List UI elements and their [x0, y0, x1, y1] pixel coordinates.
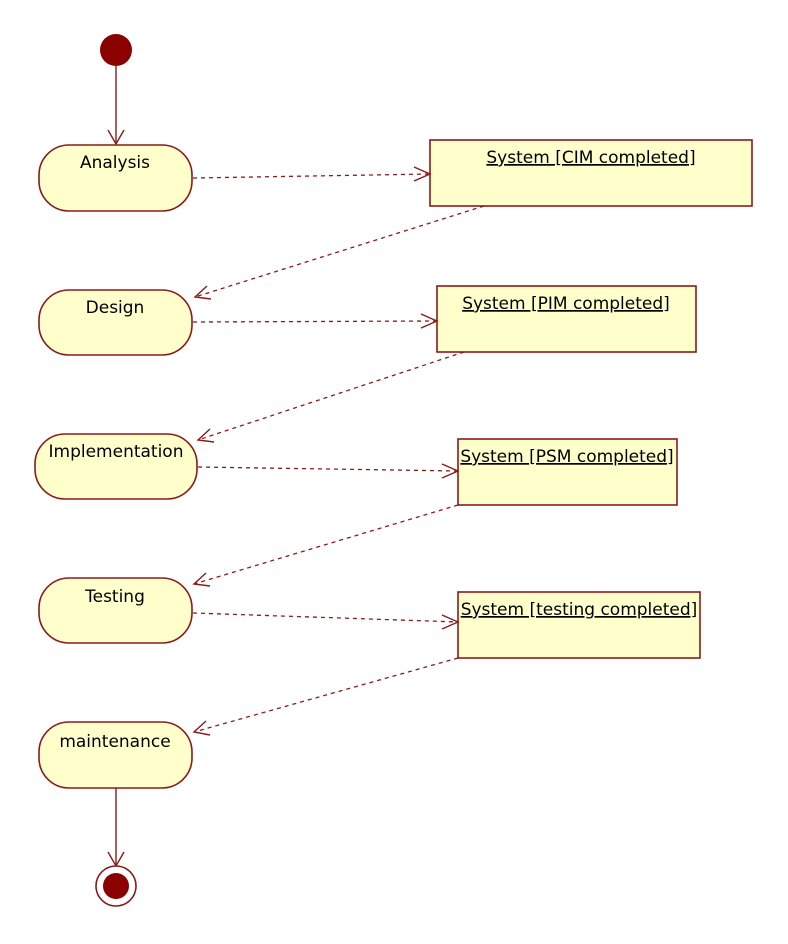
- object-flow-analysis-to-cim: [192, 173, 431, 179]
- object-cim: System [CIM completed]: [429, 139, 753, 207]
- activity-implementation-label: Implementation: [49, 442, 184, 462]
- object-flow-design-to-pim-arrowhead: [420, 313, 439, 329]
- activity-analysis: Analysis: [38, 144, 193, 212]
- activity-design: Design: [38, 289, 193, 356]
- initial-node: [100, 34, 132, 66]
- object-flow-analysis-to-cim-arrowhead: [413, 166, 432, 182]
- object-pim-label: System [PIM completed]: [462, 294, 670, 314]
- object-flow-cim-to-design-arrowhead: [193, 285, 212, 300]
- object-flow-testing-to-tested: [192, 612, 459, 623]
- object-flow-psm-to-testing-arrowhead: [192, 572, 211, 587]
- object-flow-implementation-to-psm: [197, 466, 459, 472]
- object-psm-label: System [PSM completed]: [460, 447, 673, 467]
- activity-design-label: Design: [86, 298, 145, 318]
- object-flow-testing-to-tested-arrowhead: [441, 614, 460, 630]
- object-flow-psm-to-testing: [193, 504, 459, 585]
- object-tested: System [testing completed]: [457, 591, 701, 659]
- activity-maintenance-label: maintenance: [59, 732, 170, 752]
- object-flow-pim-to-implementation: [197, 351, 465, 441]
- object-pim: System [PIM completed]: [436, 285, 697, 353]
- object-flow-tested-to-maintenance: [193, 657, 459, 733]
- activity-testing: Testing: [38, 577, 193, 644]
- final-node: [95, 865, 137, 907]
- activity-testing-label: Testing: [84, 587, 145, 607]
- activity-implementation: Implementation: [34, 433, 198, 500]
- control-flow-start-arrowhead: [107, 129, 125, 146]
- activity-maintenance: maintenance: [38, 721, 193, 789]
- activity-analysis-label: Analysis: [80, 153, 150, 173]
- object-flow-design-to-pim: [192, 320, 438, 323]
- object-psm: System [PSM completed]: [457, 438, 678, 506]
- object-flow-tested-to-maintenance-arrowhead: [192, 720, 211, 736]
- object-cim-label: System [CIM completed]: [486, 148, 695, 168]
- object-flow-cim-to-design: [194, 205, 485, 298]
- object-flow-pim-to-implementation-arrowhead: [196, 428, 215, 443]
- object-flow-implementation-to-psm-arrowhead: [441, 463, 460, 479]
- object-tested-label: System [testing completed]: [461, 600, 698, 620]
